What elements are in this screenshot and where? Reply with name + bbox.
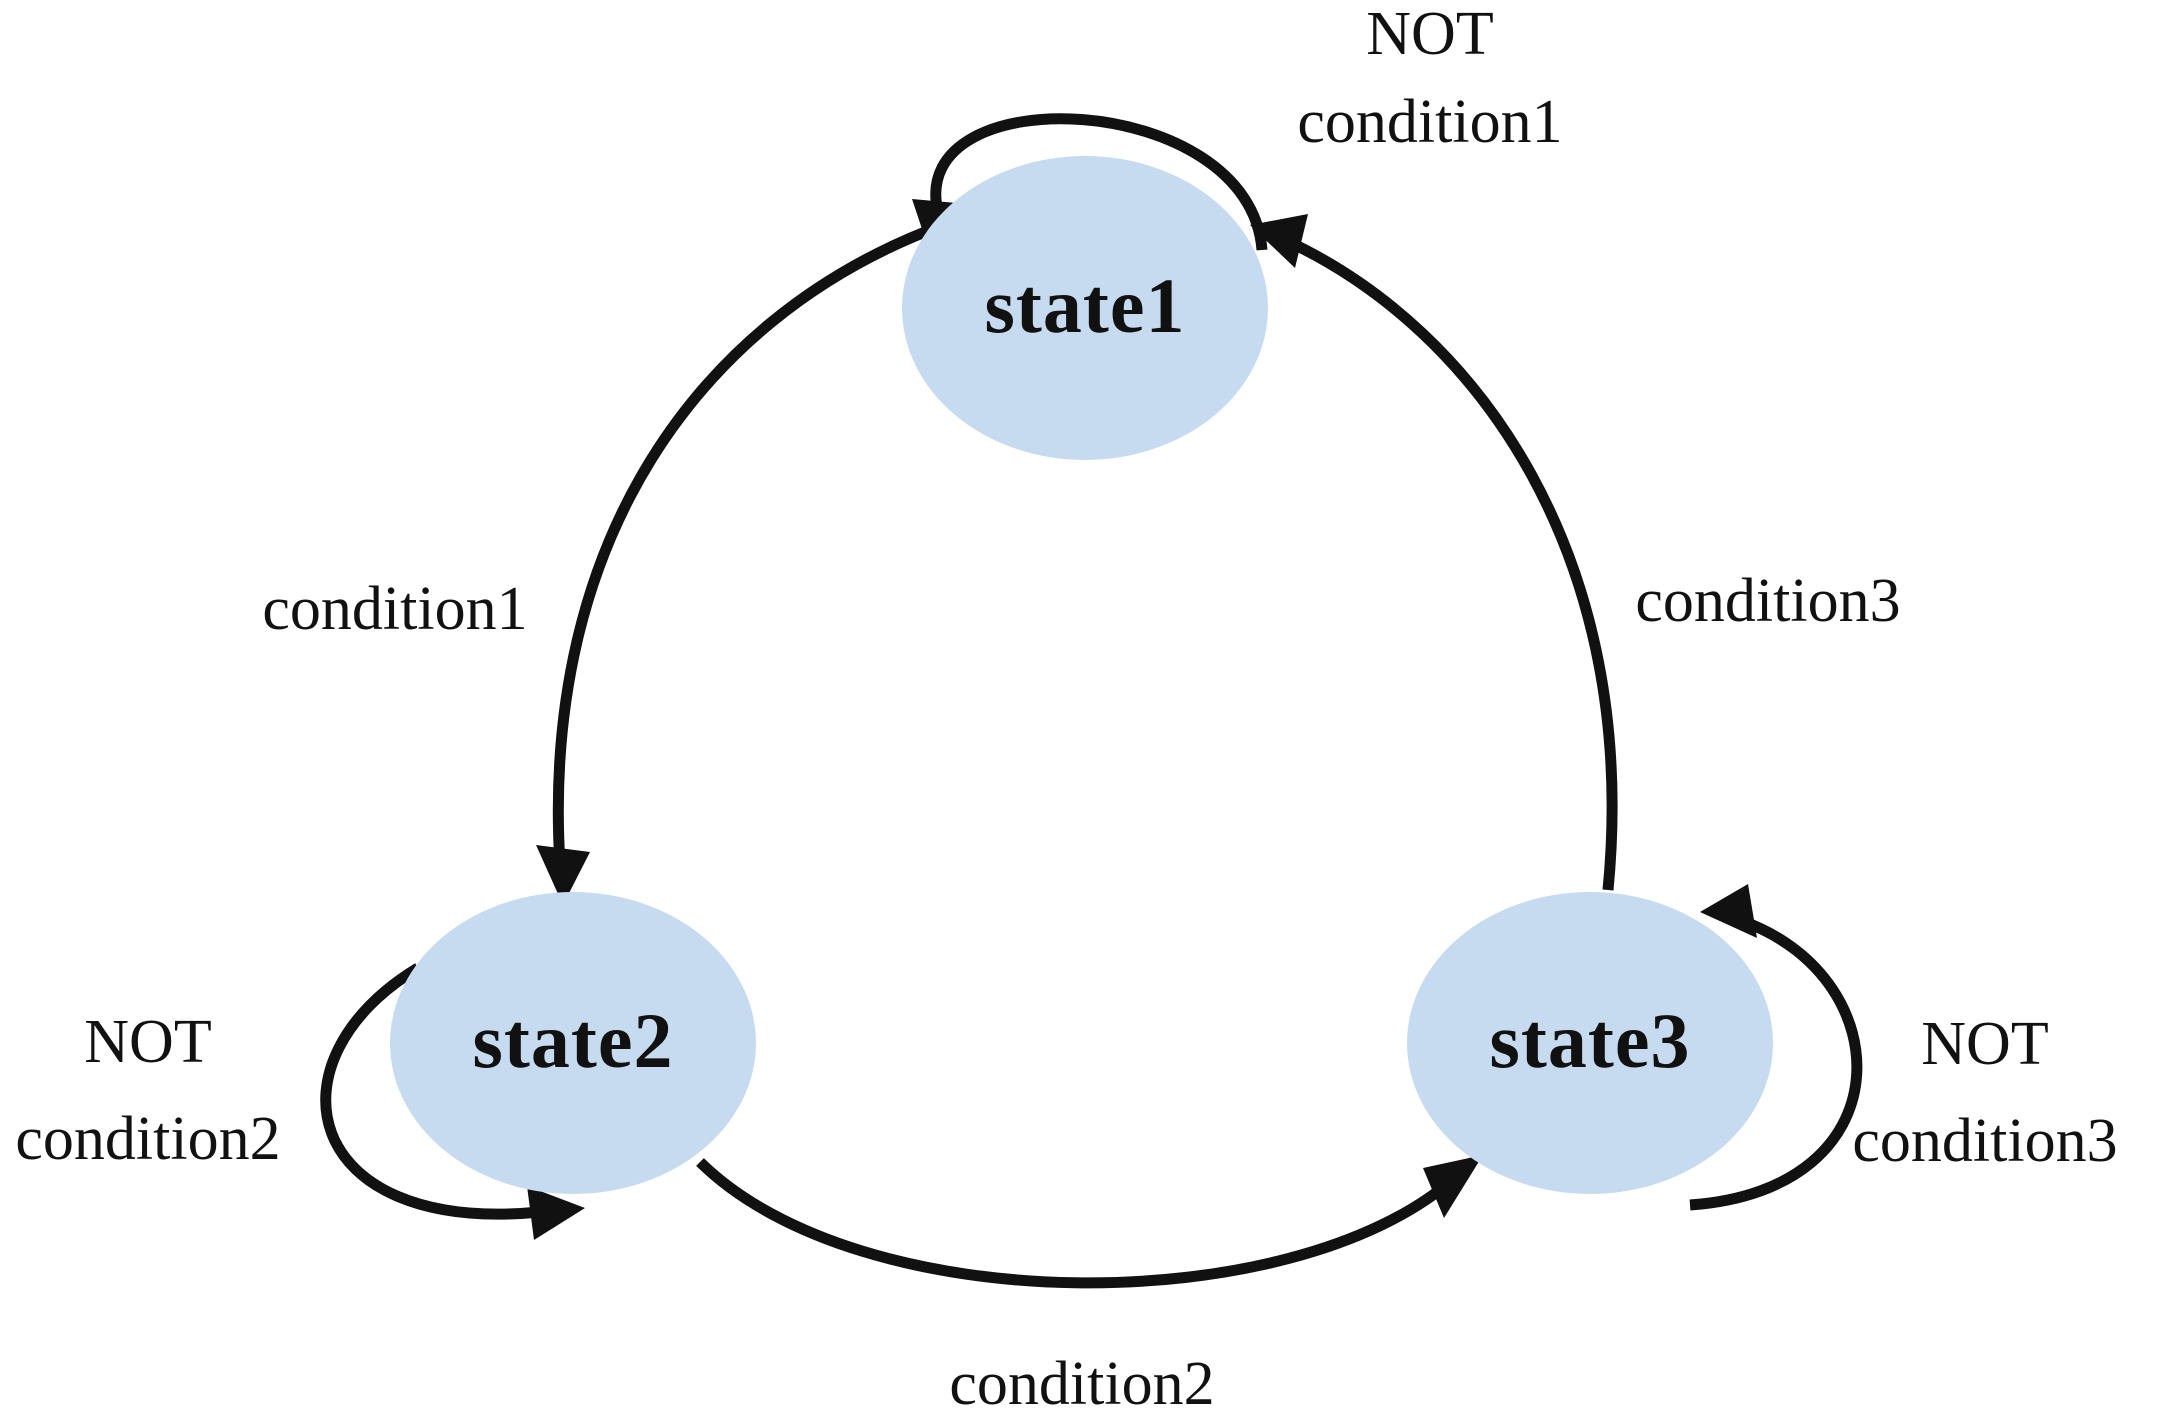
edge-label-not-condition3-line2: condition3	[1852, 1107, 2117, 1175]
edge-state1-to-state2-arrowhead	[536, 845, 590, 905]
node-state2-shape[interactable]	[390, 892, 756, 1194]
edge-state3-to-state1	[1250, 214, 1618, 891]
edge-state2-self-loop-path	[320, 963, 541, 1220]
edge-label-condition2: condition2	[949, 1350, 1214, 1418]
edge-label-not-condition2-line1: NOT	[84, 1008, 211, 1076]
edge-label-not-condition1-line2: condition1	[1297, 88, 1562, 156]
edge-label-not-condition1-line1: NOT	[1366, 0, 1493, 68]
edge-label-condition3-text: condition3	[1635, 567, 1900, 635]
node-state3-label: state3	[1490, 997, 1691, 1084]
node-state1[interactable]: state1	[902, 156, 1268, 460]
node-state1-label: state1	[985, 262, 1186, 349]
edge-state2-self-loop-arrowhead	[527, 1186, 585, 1240]
edge-label-not-condition2: NOT condition2	[15, 1008, 280, 1173]
edge-label-condition2-text: condition2	[949, 1350, 1214, 1418]
edge-state1-to-state2	[536, 224, 933, 905]
edge-state2-to-state3	[696, 1155, 1483, 1289]
edge-label-not-condition3-line1: NOT	[1921, 1010, 2048, 1078]
edge-state3-self-loop	[1689, 884, 1863, 1211]
edge-state3-self-loop-path	[1689, 916, 1863, 1211]
node-state1-shape[interactable]	[902, 156, 1268, 460]
edge-label-not-condition2-line2: condition2	[15, 1105, 280, 1173]
edge-state1-self-loop-path	[930, 113, 1268, 251]
edge-label-condition1-text: condition1	[262, 575, 527, 643]
node-state3-shape[interactable]	[1407, 892, 1773, 1194]
edge-state3-to-state1-path	[1282, 235, 1618, 891]
edge-state2-to-state3-path	[696, 1158, 1456, 1289]
edge-label-not-condition1: NOT condition1	[1297, 0, 1562, 156]
edge-label-condition3: condition3	[1635, 567, 1900, 635]
node-state3[interactable]: state3	[1407, 892, 1773, 1194]
edge-state3-self-loop-arrowhead	[1700, 884, 1757, 938]
node-state2[interactable]: state2	[390, 892, 756, 1194]
node-state2-label: state2	[473, 997, 674, 1084]
edge-state2-self-loop	[320, 963, 585, 1240]
edge-state1-to-state2-path	[552, 224, 933, 866]
edge-label-not-condition3: NOT condition3	[1852, 1010, 2117, 1175]
edge-state2-to-state3-arrowhead	[1423, 1155, 1483, 1218]
edge-label-condition1: condition1	[262, 575, 527, 643]
edge-state3-to-state1-arrowhead	[1250, 214, 1308, 268]
